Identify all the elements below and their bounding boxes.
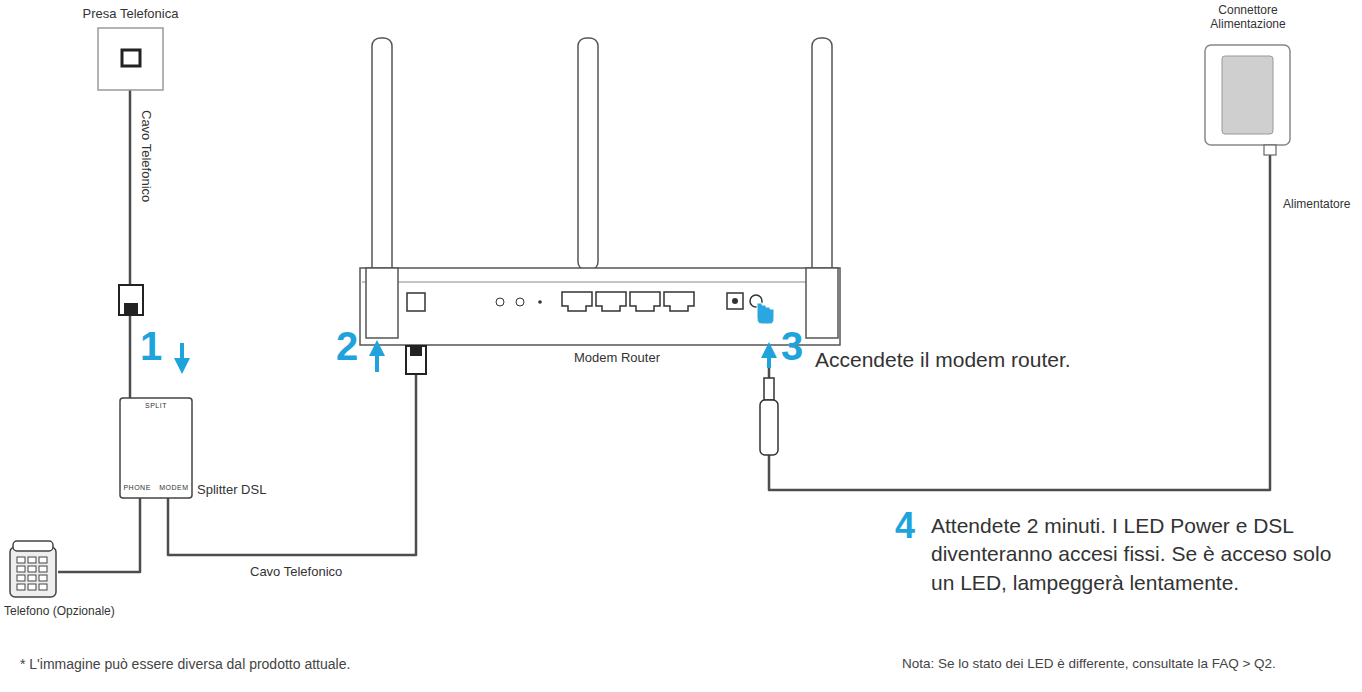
node-text: PHONE MODEM — [120, 484, 192, 492]
socket-hole — [122, 50, 140, 66]
node-text: Splitter DSL — [197, 482, 266, 498]
phone-cable — [769, 145, 1270, 490]
cable-label: Cavo Telefonico — [248, 564, 344, 580]
instruction-text: Accendete il modem router. — [815, 347, 1071, 372]
dsl-port — [407, 293, 425, 311]
lan-port — [562, 292, 592, 311]
power-jack — [727, 293, 743, 309]
button — [516, 298, 524, 306]
barrel-tip — [764, 378, 774, 400]
modem-body — [360, 268, 840, 345]
modem-router: Modem Router — [360, 268, 840, 345]
node-text: Presa Telefonica — [58, 6, 203, 22]
cable-label: Cavo Telefonico — [138, 108, 154, 204]
telephone: Telefono (Opzionale) — [8, 540, 58, 600]
step-arrow — [180, 343, 184, 366]
phone-cable — [58, 498, 140, 572]
splitter: SPLITPHONE MODEMSplitter DSL — [120, 398, 192, 498]
wall-socket — [98, 28, 163, 90]
step-number: 2 — [336, 326, 358, 366]
wall-socket: Presa Telefonica — [98, 28, 163, 90]
antenna-base — [806, 268, 838, 338]
lan-port — [596, 292, 626, 311]
antenna — [812, 38, 832, 288]
reset-hole — [538, 300, 542, 304]
step-number: 1 — [140, 326, 162, 366]
power-adapter: Connettore AlimentazioneAlimentatore — [1205, 45, 1290, 145]
splitter-box — [120, 398, 192, 498]
step-number: 4 — [895, 508, 915, 544]
node-text: Modem Router — [574, 350, 660, 366]
adapter-face — [1222, 56, 1273, 134]
barrel-plug — [760, 400, 778, 455]
keypad — [16, 556, 49, 592]
plug-tip — [124, 303, 138, 315]
antenna-base — [366, 268, 398, 338]
instruction-text: Attendete 2 minuti. I LED Power e DSL di… — [931, 512, 1356, 597]
instruction-text: Nota: Se lo stato dei LED è differente, … — [902, 656, 1276, 672]
step-arrow — [767, 350, 771, 368]
cable-strain-relief — [1264, 145, 1276, 155]
antenna — [578, 38, 598, 270]
rj11-plug — [119, 285, 143, 315]
node-text: Telefono (Opzionale) — [4, 604, 115, 618]
lan-port — [664, 292, 694, 311]
telephone — [10, 547, 56, 597]
power-jack-pin — [732, 298, 738, 304]
phone-cable — [129, 90, 132, 398]
instruction-text: * L'immagine può essere diversa dal prod… — [20, 656, 350, 673]
phone-cable — [168, 345, 416, 555]
antenna — [372, 38, 392, 288]
panel-edge — [362, 282, 838, 283]
node-text: Alimentatore — [1283, 197, 1350, 211]
node-text: SPLIT — [120, 402, 192, 410]
button — [496, 298, 504, 306]
rj11-plug — [406, 346, 426, 374]
pointing-hand — [757, 303, 774, 324]
step-number: 3 — [781, 326, 803, 366]
lan-port — [630, 292, 660, 311]
plug-tip — [410, 346, 422, 356]
node-text: Connettore Alimentazione — [1193, 3, 1303, 32]
lan-ports — [562, 292, 694, 311]
step-arrow — [375, 348, 379, 372]
handset — [13, 541, 53, 551]
power-adapter — [1205, 45, 1290, 145]
